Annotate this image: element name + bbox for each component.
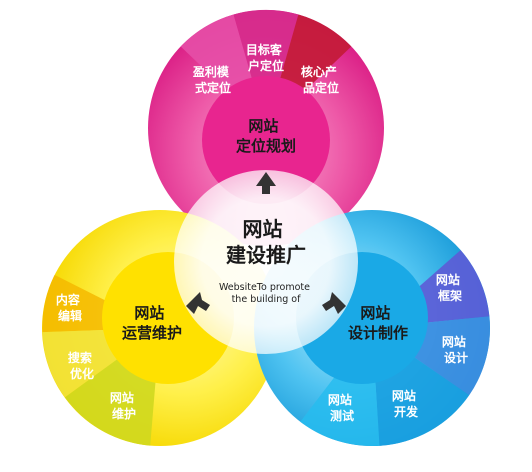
right-segment-1-label: 网站 设计 [442, 334, 470, 365]
center-subtitle: WebsiteTo promote the building of [219, 282, 313, 305]
right-segment-0-label: 网站 框架 [436, 272, 464, 303]
left-segment-2-label: 网站 维护 [110, 390, 138, 421]
left-core-label: 网站 运营维护 [122, 304, 182, 342]
top-core-circle [202, 76, 330, 204]
top-core-label: 网站 定位规划 [236, 117, 296, 155]
arrow-up-icon [256, 172, 276, 194]
right-segment-2-label: 网站 开发 [392, 388, 420, 419]
top-segment-1 [233, 9, 299, 129]
top-segment-2-label: 核心产 品定位 [301, 64, 341, 95]
right-segment-3-label: 网站 测试 [328, 392, 356, 423]
right-core-label: 网站 设计制作 [348, 304, 408, 342]
left-segment-0-label: 内容 编辑 [56, 292, 84, 323]
top-segment-0-label: 盈利模 式定位 [192, 64, 233, 95]
right-circle-group [254, 210, 490, 447]
arrow-left-down-icon [186, 292, 210, 314]
left-segment-1-label: 搜索 优化 [68, 350, 96, 381]
arrow-right-down-icon [322, 292, 346, 314]
top-segment-1-label: 目标客 户定位 [246, 42, 286, 73]
center-title: 网站 建设推广 [226, 217, 306, 267]
top-circle-group [148, 9, 384, 246]
center-circle [174, 170, 358, 354]
